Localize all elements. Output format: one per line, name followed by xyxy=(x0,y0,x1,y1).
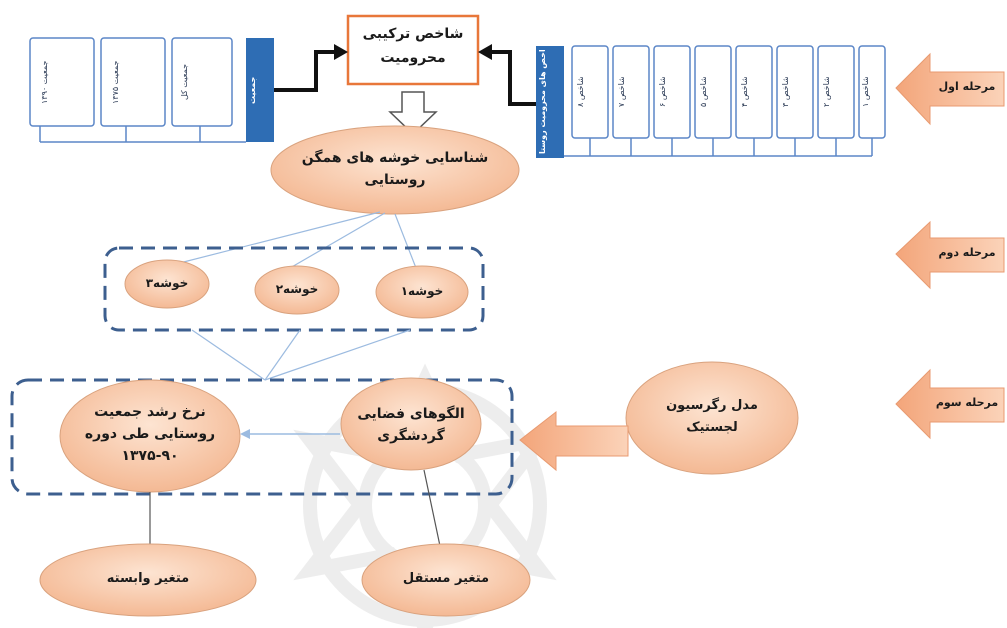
cluster-identification-ellipse xyxy=(270,125,520,215)
cluster-identification-title: شناسایی خوشه های همگن xyxy=(301,150,489,166)
right-box-label-2: شاخص ۲ xyxy=(822,76,831,108)
growth-rate-line1: نرخ رشد جمعیت xyxy=(94,404,206,420)
right-to-index-arrow xyxy=(490,50,536,106)
dependent-var-ellipse xyxy=(39,543,257,617)
right-box-label-7: شاخص ۷ xyxy=(617,76,626,108)
left-boxes-group xyxy=(29,37,274,143)
regression-subtitle: لجستیک xyxy=(686,420,738,435)
left-header-label: جمعیت xyxy=(248,76,257,104)
right-box-label-4: شاخص ۴ xyxy=(740,76,749,108)
spatial-patterns-subtitle: گردشگری xyxy=(377,428,445,444)
left-box-2 xyxy=(100,37,166,127)
right-box-label-5: شاخص ۵ xyxy=(699,76,708,108)
right-box-label-1: شاخص ۱ xyxy=(861,76,870,108)
spatial-patterns-ellipse xyxy=(340,377,482,471)
left-box-label-2: جمعیت ۱۳۷۵ xyxy=(111,60,120,104)
stage-label-first: مرحله اول xyxy=(938,80,996,93)
stage-label-second: مرحله دوم xyxy=(938,246,996,259)
growth-rate-line3: ۱۳۷۵-۹۰ xyxy=(121,448,179,464)
cluster-label-3: خوشه۳ xyxy=(145,276,189,290)
stage-arrow-third xyxy=(895,368,1005,440)
cluster-ellipse-2 xyxy=(254,265,340,315)
right-header-label: شاخص های محرومیت روستا xyxy=(538,50,547,154)
down-hollow-arrow xyxy=(388,91,438,136)
dependent-var-label: متغیر وابسته xyxy=(106,571,190,586)
left-box-1 xyxy=(29,37,95,127)
growth-rate-line2: روستایی طی دوره xyxy=(84,426,216,442)
composite-index-box xyxy=(346,14,480,86)
right-boxes-group xyxy=(536,45,886,158)
independent-var-label: متغیر مستقل xyxy=(402,571,490,586)
stage-arrow-first xyxy=(895,52,1005,126)
cluster-ellipse-3 xyxy=(124,259,210,309)
left-box-label-3: جمعیت کل xyxy=(180,63,189,101)
composite-index-title: شاخص ترکیبی xyxy=(362,26,464,42)
independent-var-ellipse xyxy=(361,543,531,617)
cluster-label-1: خوشه۱ xyxy=(400,284,444,298)
stage-label-third: مرحله سوم xyxy=(935,396,999,409)
left-box-label-1: جمعیت ۱۳۹۰ xyxy=(40,60,49,104)
left-header-bar xyxy=(246,38,274,142)
clusters-dashed-box xyxy=(103,246,485,332)
left-to-index-arrow xyxy=(274,50,338,92)
right-box-label-8: شاخص ۸ xyxy=(576,76,585,108)
spatial-patterns-title: الگوهای فضایی xyxy=(357,406,465,422)
regression-ellipse xyxy=(625,361,799,475)
regression-title: مدل رگرسیون xyxy=(666,398,758,413)
left-box-3 xyxy=(171,37,233,127)
right-box-label-3: شاخص ۳ xyxy=(781,76,790,108)
cluster-identification-subtitle: روستایی xyxy=(364,172,426,188)
stage-arrow-second xyxy=(895,220,1005,290)
regression-arrow xyxy=(519,410,629,472)
right-box-label-6: شاخص ۶ xyxy=(658,76,667,108)
composite-index-subtitle: محرومیت xyxy=(380,50,446,66)
analysis-dashed-box xyxy=(10,378,514,496)
cluster-ellipse-1 xyxy=(375,265,469,319)
cluster-label-2: خوشه۲ xyxy=(275,282,319,296)
right-header-bar xyxy=(536,46,564,158)
